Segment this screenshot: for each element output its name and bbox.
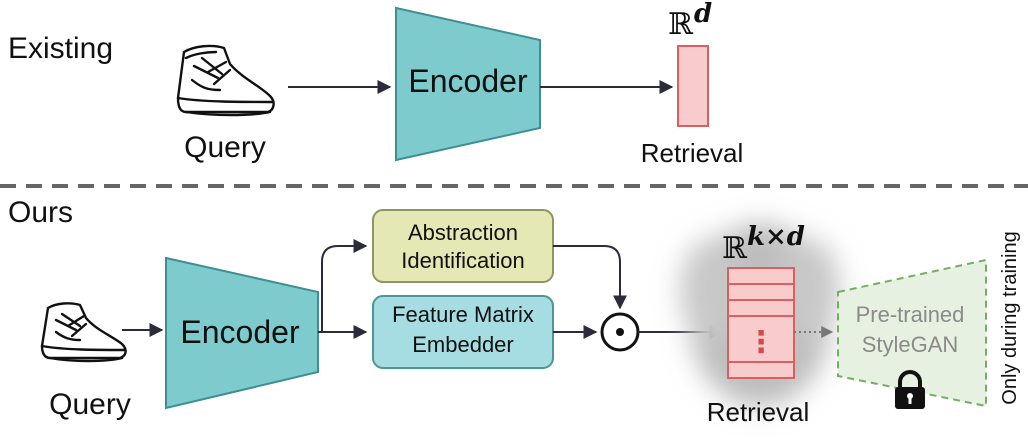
ours-retrieval-label: Retrieval [707,397,810,427]
stylegan-line2: StyleGAN [862,332,959,357]
existing-section-label: Existing [8,32,113,65]
query-shoe-icon [176,44,275,117]
query-shoe-icon-bottom [40,302,127,363]
arrow-encoder-to-abstraction [318,239,368,333]
matrix-space-exponent: k×d [747,222,805,252]
stylegan-block [837,258,987,408]
retrieval-feature-matrix [727,267,795,379]
encoder-label-top: Encoder [408,63,528,99]
hadamard-product-node [600,312,640,352]
ours-section-label: Ours [8,196,73,229]
training-only-note: Only during training [999,231,1021,404]
lock-icon [895,370,925,409]
retrieval-vector [677,45,709,127]
abstraction-box-line1: Abstraction [408,220,518,245]
matrix-vertical-dots: ⋮ [746,326,776,359]
encoder-block-top [395,6,541,162]
vector-space-symbol: ℝ [668,7,694,42]
vector-space-exponent: d [694,0,712,29]
feature-box-line1: Feature Matrix [392,302,534,327]
matrix-space-symbol: ℝ [722,231,748,266]
feature-box-line2: Embedder [412,332,514,357]
existing-retrieval-label: Retrieval [641,138,744,168]
encoder-label-bottom: Encoder [180,314,300,350]
arrow-abstraction-to-hadamard [553,245,627,310]
abstraction-box-line2: Identification [401,248,525,273]
encoder-block-bottom [165,256,319,410]
ours-query-label: Query [49,388,131,421]
stylegan-line1: Pre-trained [856,302,965,327]
existing-query-label: Query [184,131,266,164]
